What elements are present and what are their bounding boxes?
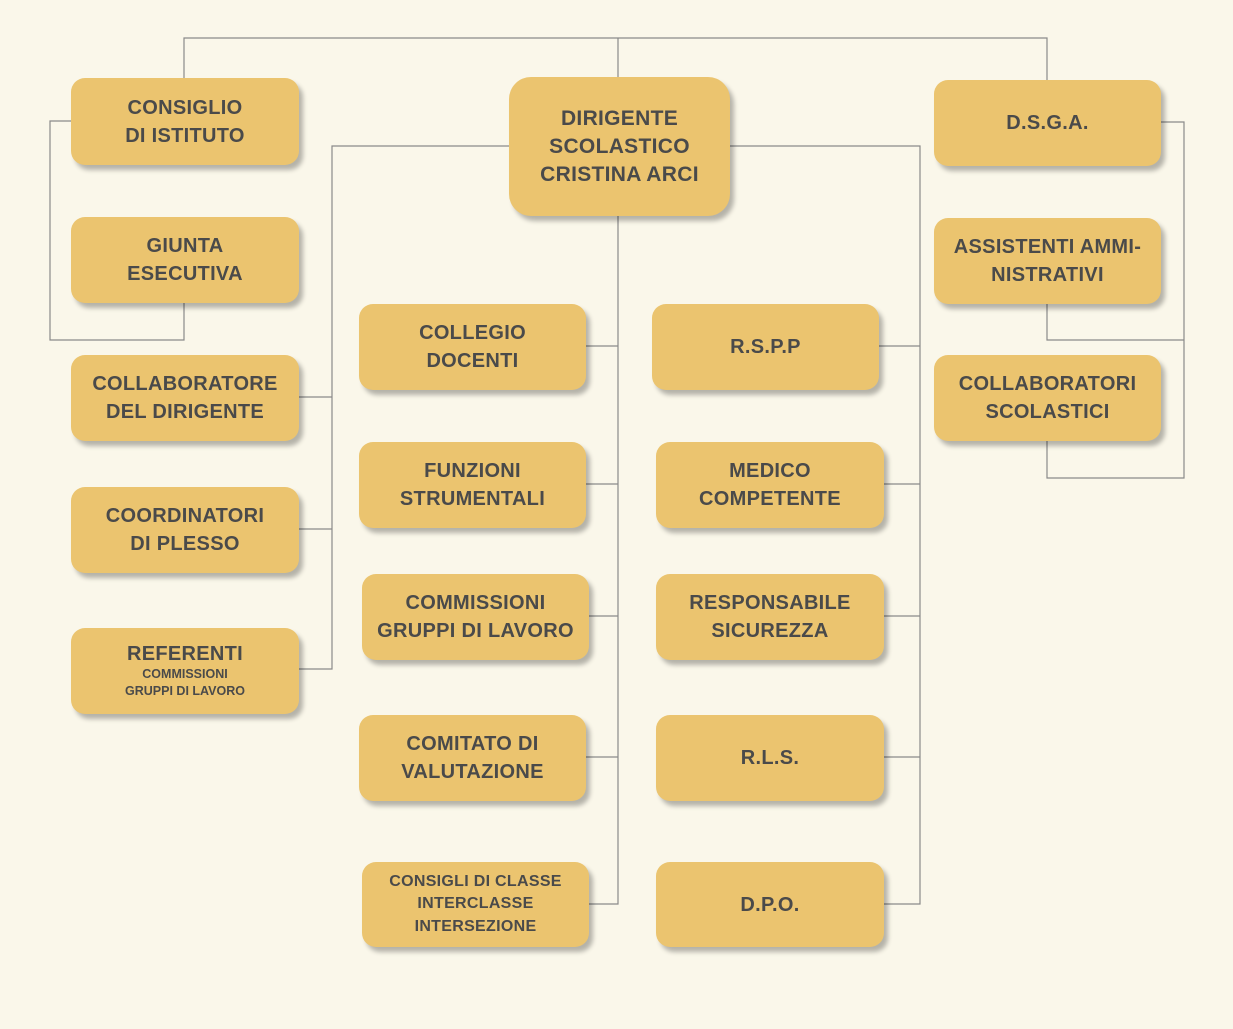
- node-sublabel: COMMISSIONI: [142, 667, 228, 681]
- node-dsga: D.S.G.A.: [934, 80, 1161, 166]
- node-label: COMITATO DI: [406, 733, 539, 755]
- node-label: DI ISTITUTO: [125, 124, 245, 147]
- node-label: CRISTINA ARCI: [540, 162, 699, 186]
- node-medico-competente: MEDICO COMPETENTE: [656, 442, 884, 528]
- node-responsabile-sicurezza: RESPONSABILE SICUREZZA: [656, 574, 884, 660]
- node-referenti: REFERENTI COMMISSIONI GRUPPI DI LAVORO: [71, 628, 299, 714]
- node-label: COORDINATORI: [105, 505, 265, 527]
- node-label: INTERSEZIONE: [414, 917, 537, 935]
- connector-dirigente-center: [586, 216, 619, 905]
- node-label: COLLEGIO: [419, 322, 526, 344]
- node-label: SCOLASTICO: [549, 134, 690, 158]
- node-label: DOCENTI: [426, 350, 519, 372]
- connector-top: [183, 37, 1048, 80]
- node-label: COLLABORATORI: [958, 373, 1137, 395]
- node-dirigente-scolastico: DIRIGENTE SCOLASTICO CRISTINA ARCI: [509, 77, 730, 216]
- node-label: DI PLESSO: [130, 533, 240, 555]
- node-label: GIUNTA: [146, 235, 224, 257]
- node-comitato-valutazione: COMITATO DI VALUTAZIONE: [359, 715, 586, 801]
- node-collegio-docenti: COLLEGIO DOCENTI: [359, 304, 586, 390]
- node-funzioni-strumentali: FUNZIONI STRUMENTALI: [359, 442, 586, 528]
- node-label: DIRIGENTE: [560, 106, 679, 130]
- node-label: INTERCLASSE: [417, 895, 534, 913]
- connector-dirigente-left: [299, 145, 509, 670]
- node-label: D.S.G.A.: [1006, 112, 1089, 134]
- node-label: COMPETENTE: [699, 488, 841, 510]
- node-label: R.L.S.: [740, 747, 800, 769]
- node-label: SCOLASTICI: [985, 401, 1110, 423]
- node-label: COMMISSIONI: [405, 592, 546, 614]
- node-rspp: R.S.P.P: [652, 304, 879, 390]
- connector-consiglio-giunta: [49, 120, 185, 341]
- node-coordinatori-plesso: COORDINATORI DI PLESSO: [71, 487, 299, 573]
- node-label: FUNZIONI: [424, 460, 521, 482]
- node-giunta-esecutiva: GIUNTA ESECUTIVA: [71, 217, 299, 303]
- node-label: NISTRATIVI: [991, 264, 1104, 286]
- node-label: REFERENTI: [126, 643, 244, 665]
- node-label: DEL DIRIGENTE: [106, 401, 264, 423]
- node-dpo: D.P.O.: [656, 862, 884, 947]
- node-label: CONSIGLIO: [127, 96, 243, 119]
- node-label: COLLABORATORE: [92, 373, 278, 395]
- node-label: RESPONSABILE: [689, 592, 851, 614]
- node-label: R.S.P.P: [730, 336, 801, 358]
- node-label: ESECUTIVA: [127, 263, 243, 285]
- node-label: SICUREZZA: [711, 620, 829, 642]
- node-label: STRUMENTALI: [399, 488, 546, 510]
- node-consigli-classe: CONSIGLI DI CLASSE INTERCLASSE INTERSEZI…: [362, 862, 589, 947]
- node-label: MEDICO: [729, 460, 811, 482]
- node-label: GRUPPI DI LAVORO: [377, 620, 574, 642]
- node-label: ASSISTENTI AMMI-: [953, 236, 1142, 258]
- node-consiglio-istituto: CONSIGLIO DI ISTITUTO: [71, 78, 299, 165]
- node-collaboratore-dirigente: COLLABORATORE DEL DIRIGENTE: [71, 355, 299, 441]
- node-label: CONSIGLI DI CLASSE: [389, 872, 562, 890]
- node-collaboratori-scolastici: COLLABORATORI SCOLASTICI: [934, 355, 1161, 441]
- connector-dirigente-right: [730, 145, 921, 905]
- node-label: VALUTAZIONE: [401, 761, 544, 783]
- node-sublabel: GRUPPI DI LAVORO: [125, 684, 245, 698]
- node-label: D.P.O.: [740, 893, 800, 916]
- node-assistenti-amministrativi: ASSISTENTI AMMI- NISTRATIVI: [934, 218, 1161, 304]
- node-rls: R.L.S.: [656, 715, 884, 801]
- connector-dsga: [1046, 121, 1185, 479]
- node-commissioni-gruppi: COMMISSIONI GRUPPI DI LAVORO: [362, 574, 589, 660]
